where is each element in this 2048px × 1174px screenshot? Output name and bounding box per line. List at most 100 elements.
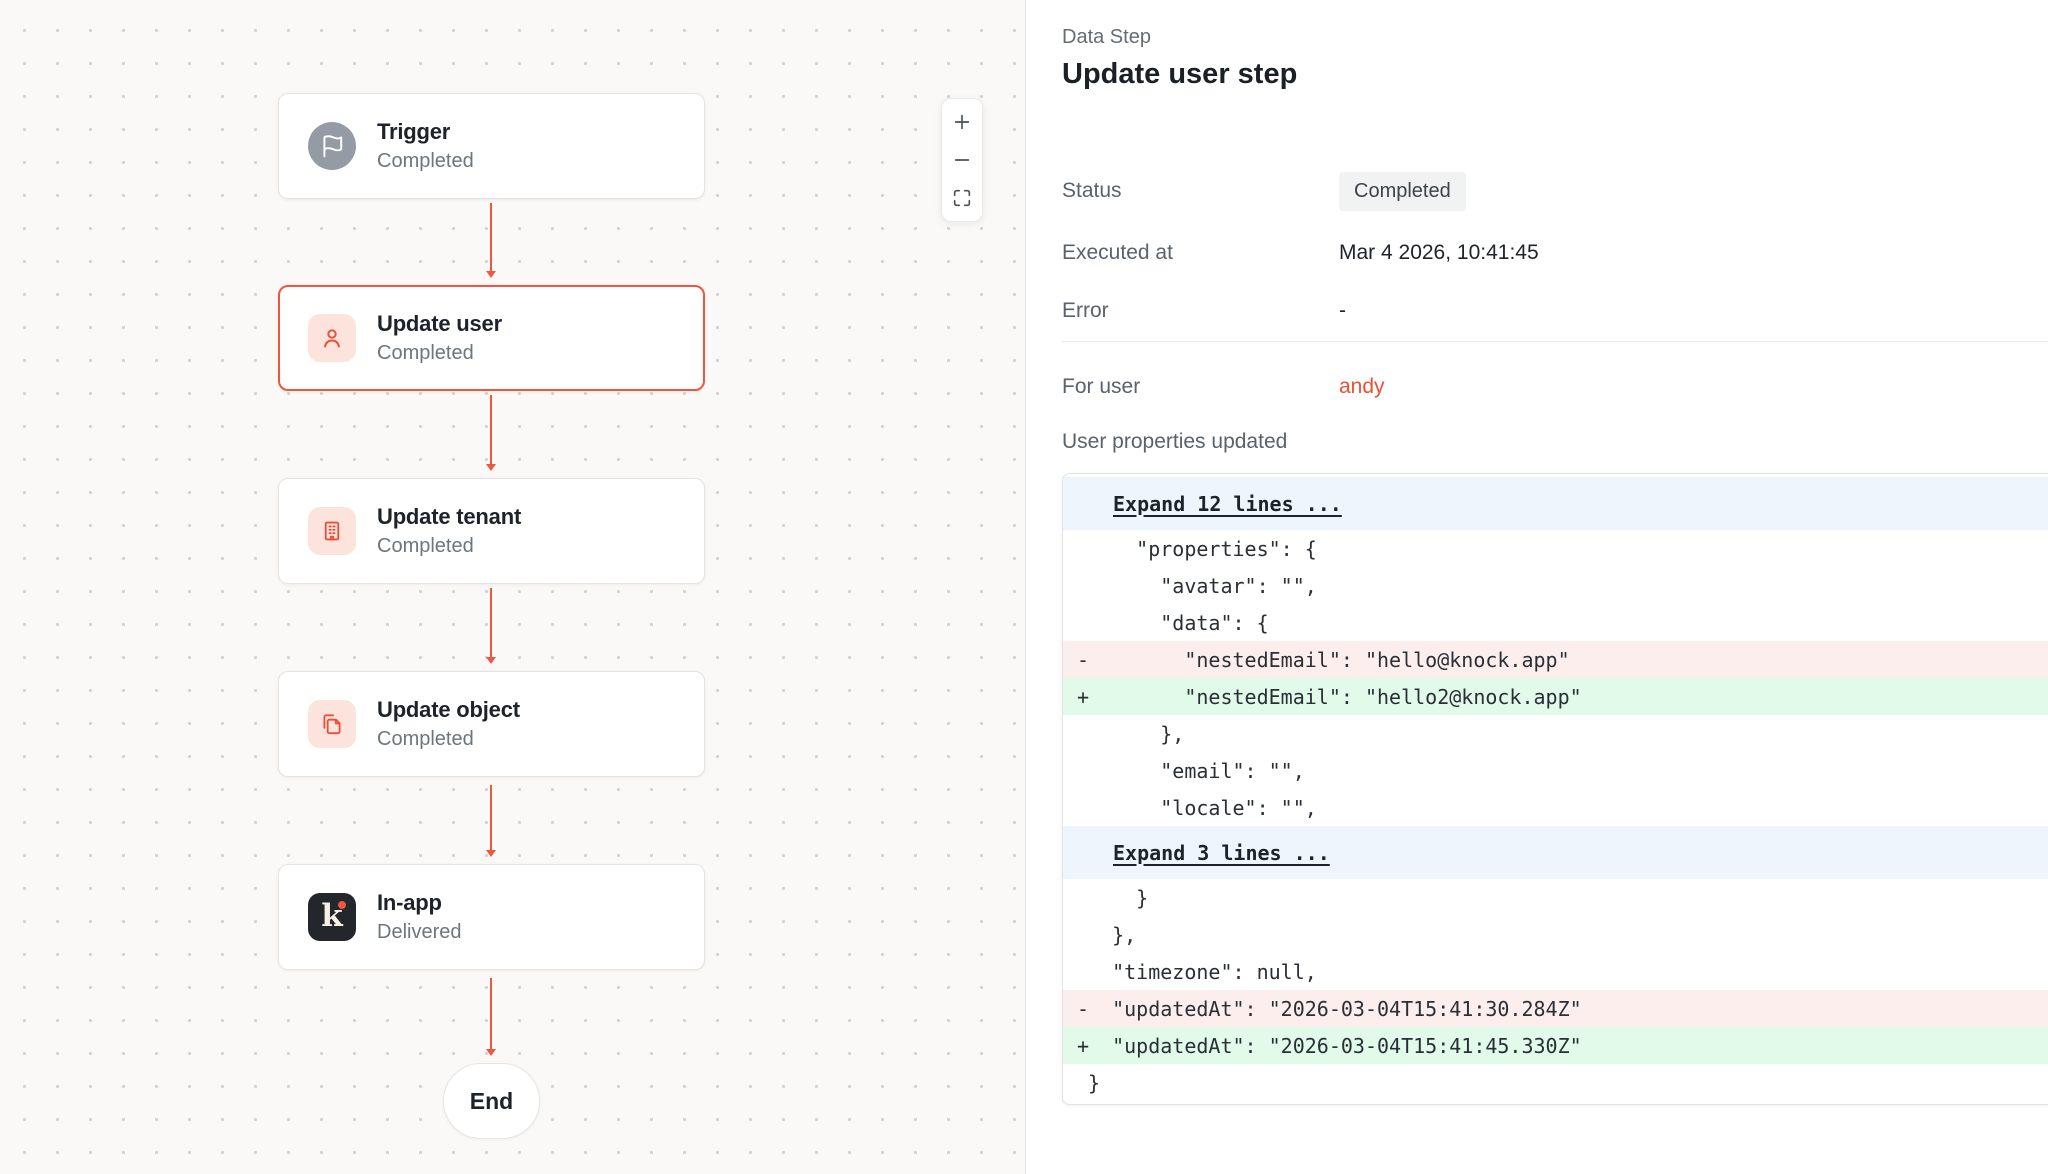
user-properties-label: User properties updated [1062,430,1288,453]
for-user-row: For user andy [1062,372,2048,402]
diff-code-text: "nestedEmail": "hello2@knock.app" [1088,684,1582,709]
panel-kicker: Data Step [1062,26,1151,48]
diff-line: "timezone": null, [1063,953,2048,990]
diff-line: "avatar": "", [1063,567,2048,604]
diff-code-text: "data": { [1088,610,1269,635]
diff-code-text: "email": "", [1088,758,1305,783]
diff-sign: + [1077,1033,1090,1058]
diff-line: "properties": { [1063,530,2048,567]
diff-code-text: }, [1088,922,1137,947]
diff-sign: + [1077,684,1090,709]
plus-icon [954,114,970,130]
minus-icon [954,159,970,161]
fit-view-button[interactable] [942,179,982,217]
step-detail-panel: Data Step Update user step Status Comple… [1027,0,2048,1174]
connector-arrow [486,588,496,664]
node-status: Completed [377,535,474,557]
expand-lines-label: Expand 3 lines ... [1113,840,1330,865]
expand-lines-button[interactable]: Expand 12 lines ... [1063,477,2048,530]
node-title: Update user [377,311,502,336]
error-label: Error [1062,299,1109,322]
node-title: Update object [377,697,520,722]
diff-line: "email": "", [1063,752,2048,789]
diff-line: }, [1063,916,2048,953]
diff-code-text: "avatar": "", [1088,573,1317,598]
diff-code-text: "updatedAt": "2026-03-04T15:41:45.330Z" [1088,1033,1582,1058]
node-icon-tile [308,507,356,555]
diff-sign: - [1077,996,1090,1021]
panel-divider [1062,341,2048,342]
diff-line-added: + "updatedAt": "2026-03-04T15:41:45.330Z… [1063,1027,2048,1064]
diff-code-text: "nestedEmail": "hello@knock.app" [1088,647,1570,672]
node-status: Delivered [377,921,462,943]
diff-code-text: "locale": "", [1088,795,1317,820]
user-icon [324,329,340,348]
for-user-label: For user [1062,375,1141,398]
user-properties-diff: Expand 12 lines ... "properties": { "ava… [1062,473,2048,1105]
for-user-link[interactable]: andy [1339,375,1385,398]
diff-line-removed: - "updatedAt": "2026-03-04T15:41:30.284Z… [1063,990,2048,1027]
knock-logo-icon: k [321,897,343,934]
connector-arrow [486,978,496,1056]
executed-at-label: Executed at [1062,241,1173,264]
node-icon-tile [308,700,356,748]
diff-code-text: "properties": { [1088,536,1317,561]
connector-arrow [486,203,496,278]
diff-code-text: }, [1088,721,1185,746]
node-icon-tile [308,314,356,362]
node-status: Completed [377,342,474,364]
node-title: Trigger [377,119,451,144]
knock-logo-dot-icon [338,901,346,909]
zoom-toolbar [941,98,983,222]
connector-arrow [486,785,496,857]
node-icon-tile [308,122,356,170]
diff-line-added: + "nestedEmail": "hello2@knock.app" [1063,678,2048,715]
expand-lines-button[interactable]: Expand 3 lines ... [1063,826,2048,879]
diff-line: "data": { [1063,604,2048,641]
error-row: Error - [1062,296,2048,326]
error-value: - [1339,299,1346,322]
status-label: Status [1062,179,1122,202]
building-icon [324,521,340,541]
connector-arrow [486,395,496,471]
diff-sign: - [1077,647,1090,672]
end-node-label: End [469,1087,514,1114]
node-title: In-app [377,890,442,915]
expand-lines-label: Expand 12 lines ... [1113,491,1342,516]
fullscreen-icon [953,189,971,207]
diff-code-text: "timezone": null, [1088,959,1317,984]
node-status: Completed [377,728,474,750]
copy-icon [323,714,341,735]
node-icon-tile: k [308,893,356,941]
end-node[interactable]: End [443,1063,540,1139]
panel-title: Update user step [1062,58,1298,90]
diff-code-text: } [1088,885,1149,910]
node-status: Completed [377,150,474,172]
diff-line: } [1063,879,2048,916]
status-badge: Completed [1339,171,1466,211]
diff-code-text: "updatedAt": "2026-03-04T15:41:30.284Z" [1088,996,1582,1021]
status-row: Status Completed [1062,170,2048,212]
flag-icon [323,135,343,158]
executed-at-row: Executed at Mar 4 2026, 10:41:45 [1062,238,2048,268]
diff-line: } [1063,1064,2048,1101]
diff-line: }, [1063,715,2048,752]
zoom-out-button[interactable] [942,141,982,179]
node-title: Update tenant [377,504,522,529]
diff-code-text: } [1088,1070,1101,1095]
zoom-in-button[interactable] [942,103,982,141]
diff-line: "locale": "", [1063,789,2048,826]
diff-line-removed: - "nestedEmail": "hello@knock.app" [1063,641,2048,678]
executed-at-value: Mar 4 2026, 10:41:45 [1339,241,1539,264]
